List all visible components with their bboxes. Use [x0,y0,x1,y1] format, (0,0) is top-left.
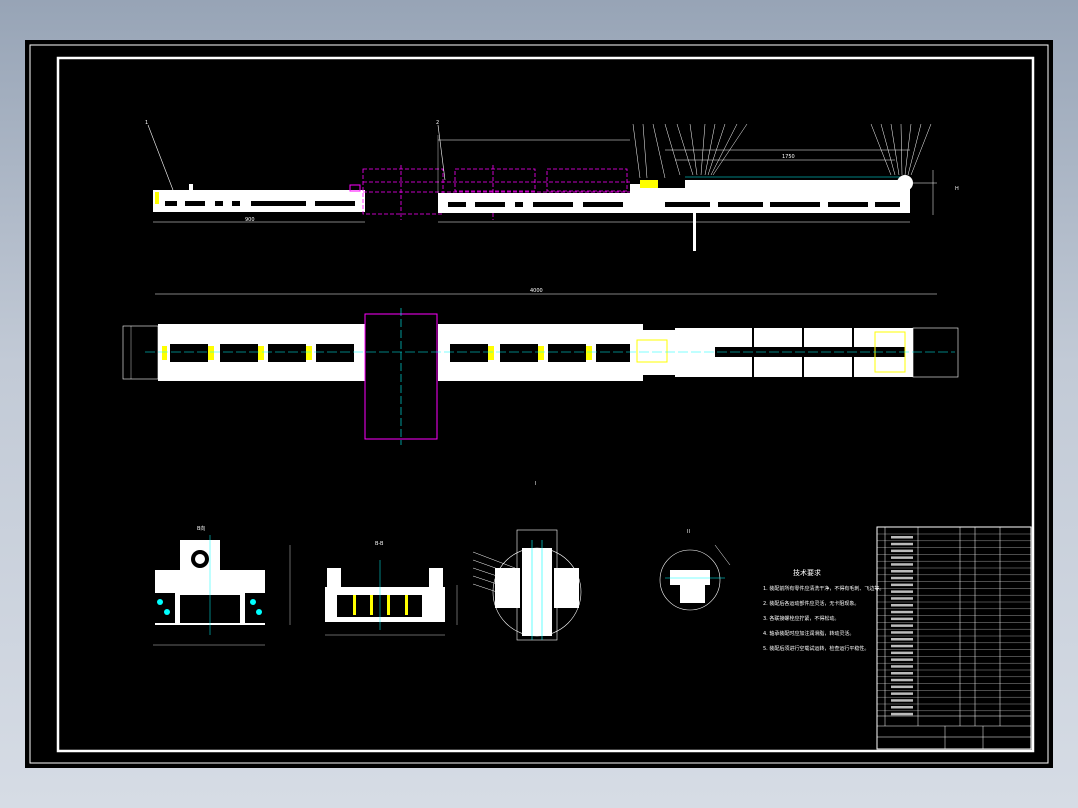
svg-text:1750: 1750 [782,154,795,160]
section-bb-label: B-B [375,541,384,547]
tech-req-item-4: 4. 轴承装配时应加注润滑脂，转动灵活。 [763,630,854,637]
plan-view: 4000 [122,288,959,445]
parts-list-cell-text [891,631,913,634]
detail-i-view: I [472,481,582,641]
parts-list-cell-text [891,536,913,539]
parts-list-cell-text [891,590,913,593]
tech-req-item-2: 2. 装配后各运动部件应灵活，无卡阻现象。 [763,600,859,607]
parts-list-rows [877,533,1031,716]
parts-list-cell-text [891,644,913,648]
parts-list-cell-text [891,583,913,587]
parts-list-cell-text [891,651,913,655]
parts-list-cell-text [891,570,913,573]
tech-req-title: 技术要求 [793,568,821,577]
parts-list-cell-text [891,665,913,668]
balloon-1: 1 [145,120,148,126]
parts-list-cell-text [891,706,913,709]
technical-requirements: 技术要求 1. 装配前所有零件应清洗干净，不得有毛刺、飞边等。 2. 装配后各运… [763,568,884,652]
parts-list-cell-text [891,658,913,661]
drawing-canvas: 1 900 2 [25,40,1053,768]
parts-list-table [876,526,1032,750]
parts-list-cell-text [891,549,913,553]
inner-frame [56,56,1035,753]
parts-list-cell-text [891,542,913,546]
parts-list-cell-text [891,617,913,621]
parts-list-cell-text [891,712,913,716]
drive-section [658,188,910,213]
detail-ii-label: II [687,529,690,535]
svg-text:900: 900 [245,217,255,223]
parts-list-cell-text [891,576,913,580]
tech-req-item-5: 5. 装配后须进行空载试运转，检查运行平稳性。 [763,645,869,652]
section-bb-view: B-B [325,541,458,636]
parts-list-cell-text [891,699,913,702]
parts-list-cell-text [891,563,913,566]
parts-list-cell-text [891,638,913,641]
svg-text:4000: 4000 [530,288,543,294]
balloon-2: 2 [436,120,439,126]
tech-req-item-3: 3. 各联接螺栓应拧紧，不得松动。 [763,615,839,622]
parts-list-cell-text [891,678,913,682]
detail-ii-view: II [659,529,731,611]
cad-drawing: 1 900 2 [29,44,1049,764]
svg-text:H: H [955,186,959,192]
outer-border [29,44,1049,764]
end-view-a: B向 [153,525,291,646]
parts-list-cell-text [891,556,913,559]
tech-req-item-1: 1. 装配前所有零件应清洗干净，不得有毛刺、飞边等。 [763,585,884,592]
parts-list-cell-text [891,672,913,675]
parts-list-cell-text [891,604,913,607]
view-a-label: B向 [197,525,205,532]
parts-list-cell-text [891,685,913,689]
parts-list-cell-text [891,597,913,600]
side-elevation-view: 1 900 2 [145,120,959,251]
parts-list-cell-text [891,610,913,614]
parts-list-cell-text [891,624,913,627]
parts-list-cell-text [891,692,913,695]
detail-i-label: I [535,481,536,487]
phantom-carriage [362,165,630,220]
